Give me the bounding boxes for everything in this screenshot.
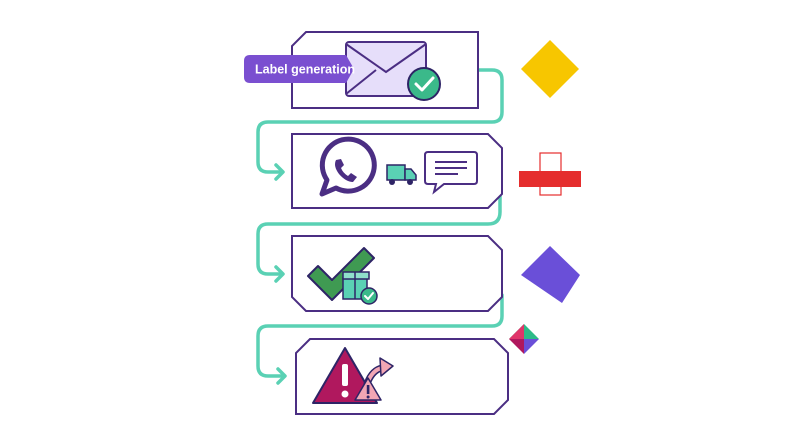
- step-card-whatsapp-notification: [291, 133, 503, 209]
- small-warning-icon: [354, 377, 382, 401]
- big-check-icon: [307, 247, 375, 301]
- envelope-check-icon: [345, 41, 441, 101]
- package-check-icon: [342, 271, 378, 305]
- red-cross-shape: [519, 152, 581, 196]
- label-generation-text: Label generation: [255, 63, 355, 77]
- label-generation-tag: Label generation: [244, 55, 355, 83]
- flow-connectors: [256, 68, 504, 378]
- step-card-exception: [295, 338, 509, 415]
- purple-diamond-shape: [521, 246, 580, 303]
- yellow-diamond-shape: [521, 40, 579, 98]
- connector-2-3: [256, 193, 502, 276]
- quad-triangle-shape: [509, 324, 539, 354]
- arrowhead-step-2: [274, 163, 285, 181]
- arrowhead-step-3: [274, 265, 285, 283]
- step-card-label-generation: Label generation: [244, 31, 479, 109]
- truck-icon: [386, 164, 417, 185]
- step-card-delivered: [291, 235, 503, 312]
- chat-bubble-icon: [424, 151, 478, 195]
- arrowheads: [274, 163, 287, 385]
- connector-1-2: [256, 68, 504, 174]
- whatsapp-icon: [319, 136, 377, 197]
- connector-3-4: [256, 293, 504, 378]
- arrowhead-step-4: [276, 367, 287, 385]
